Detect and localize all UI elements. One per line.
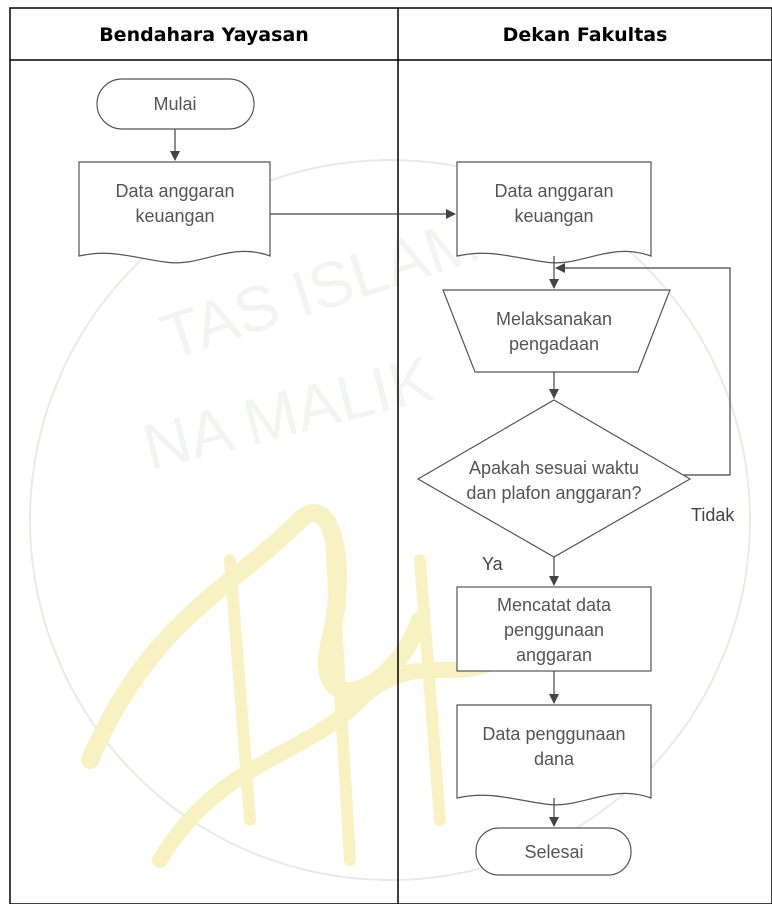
manual-operation-shape (442, 289, 671, 373)
connector-loop-tidak (555, 263, 731, 476)
calligraphy-stroke-1 (81, 504, 429, 769)
document-usage-line-1: Data penggunaan (482, 724, 625, 744)
end-shape (475, 827, 632, 876)
label-tidak: Tidak (691, 505, 735, 525)
document-usage-line-2: dana (534, 749, 575, 769)
start-label: Mulai (153, 94, 196, 114)
process-record-line-1: Mencatat data (497, 595, 612, 615)
document-left-shape (78, 161, 271, 264)
manual-operation-line-1: Melaksanakan (496, 309, 612, 329)
document-left: Data anggaran keuangan (78, 161, 271, 264)
frame-border (9, 7, 772, 904)
document-right-line-2: keuangan (514, 206, 593, 226)
manual-operation: Melaksanakan pengadaan (442, 289, 671, 373)
document-usage: Data penggunaan dana (456, 704, 652, 806)
document-left-line-2: keuangan (135, 206, 214, 226)
document-usage-shape (456, 704, 652, 806)
document-right-shape (456, 161, 652, 264)
document-left-line-1: Data anggaran (115, 181, 234, 201)
document-right-line-1: Data anggaran (494, 181, 613, 201)
document-right: Data anggaran keuangan (456, 161, 652, 264)
process-record-shape (456, 586, 652, 672)
end-label: Selesai (524, 842, 583, 862)
decision: Apakah sesuai waktu dan plafon anggaran? (416, 399, 692, 558)
decision-line-1: Apakah sesuai waktu (469, 458, 639, 478)
lane-title-bendahara: Bendahara Yayasan (99, 24, 309, 46)
manual-operation-line-2: pengadaan (509, 334, 599, 354)
label-ya: Ya (482, 554, 504, 574)
lane-title-dekan: Dekan Fakultas (503, 24, 668, 46)
process-record-line-2: penggunaan (504, 620, 604, 640)
process-record-line-3: anggaran (516, 645, 592, 665)
swimlane-frame (9, 7, 772, 904)
decision-shape (416, 399, 692, 558)
end-terminator: Selesai (475, 827, 632, 876)
calligraphy-stroke-3 (224, 514, 446, 866)
lane-headers: Bendahara Yayasan Dekan Fakultas (99, 24, 667, 46)
start-terminator: Mulai (96, 78, 255, 130)
decision-line-2: dan plafon anggaran? (466, 483, 641, 503)
process-record: Mencatat data penggunaan anggaran (456, 586, 652, 672)
